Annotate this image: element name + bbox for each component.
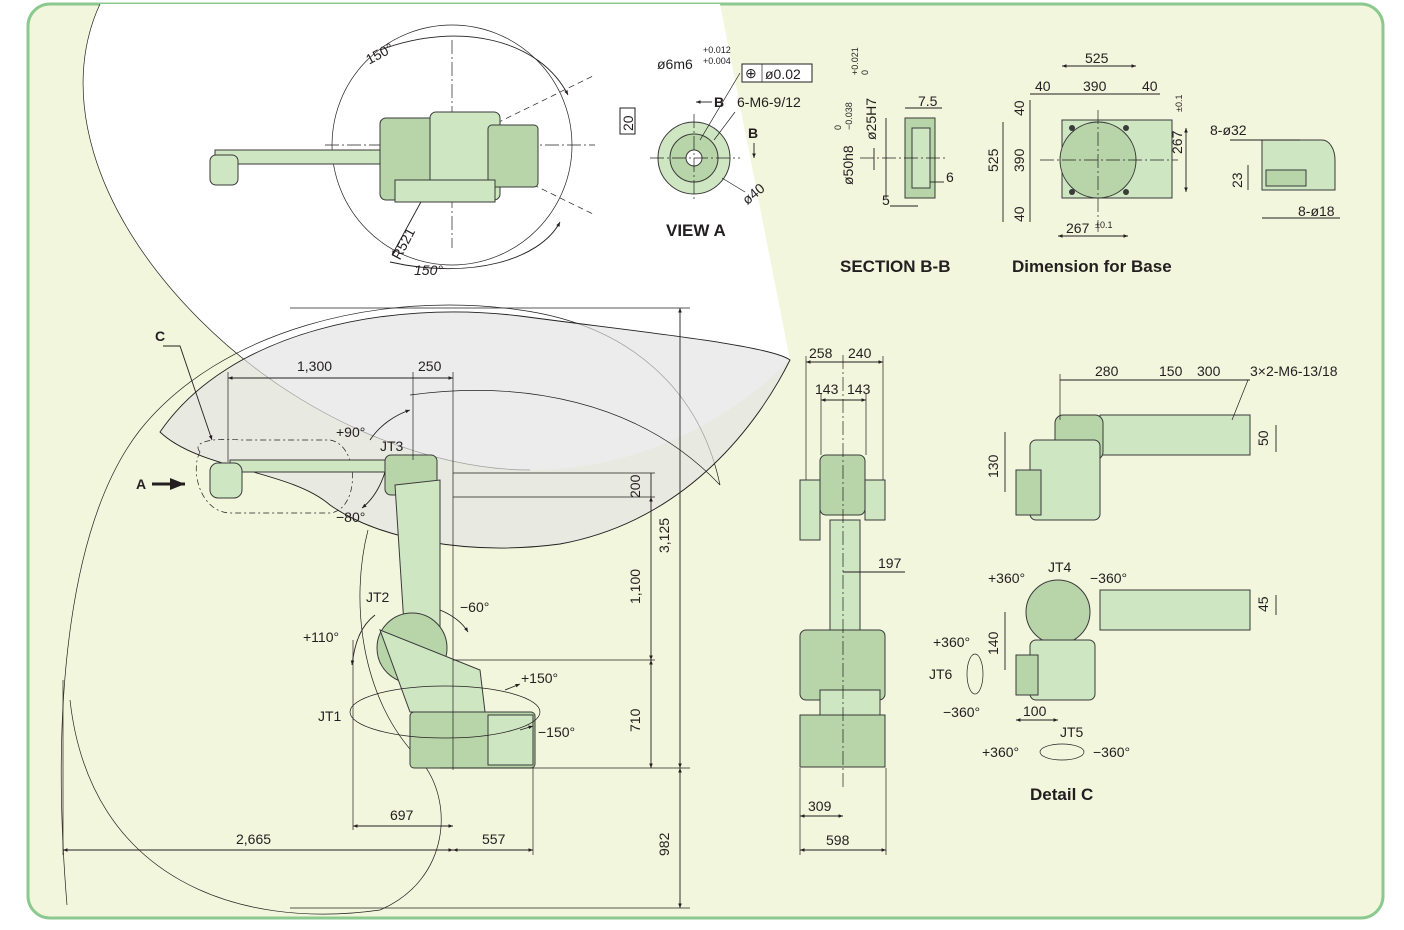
side-557: 557 (482, 831, 506, 847)
front-258: 258 (809, 345, 833, 361)
jt5-plus: +360° (982, 744, 1019, 760)
base-40-top-side: 40 (1011, 100, 1027, 116)
side-2665: 2,665 (236, 831, 271, 847)
side-982: 982 (656, 832, 672, 856)
jt1-label: JT1 (318, 708, 342, 724)
view-a-shaft-tol-lower: +0.004 (703, 56, 731, 66)
jt4-label: JT4 (1048, 559, 1072, 575)
detail-100: 100 (1023, 703, 1047, 719)
detail-c: 280 150 300 3×2-M6-13/18 50 130 45 140 1… (929, 363, 1338, 804)
front-240: 240 (848, 345, 872, 361)
base-title: Dimension for Base (1012, 257, 1172, 276)
section-outer-tol-upper: 0 (833, 125, 843, 130)
view-a-section-mark-right: B (748, 125, 758, 141)
view-a-gdt-symbol: ⊕ (745, 65, 757, 81)
side-3125: 3,125 (656, 518, 672, 553)
front-143-left: 143 (815, 381, 839, 397)
base-23: 23 (1229, 172, 1245, 188)
section-outer-tol-lower: −0.038 (844, 102, 854, 130)
side-view: 1,300 250 200 1,100 710 3,125 982 697 2,… (62, 307, 690, 909)
base-267-right-tol: ±0.1 (1174, 95, 1184, 112)
section-7-5: 7.5 (918, 93, 938, 109)
base-hole-18: 8-ø18 (1298, 203, 1335, 219)
side-1300: 1,300 (297, 358, 332, 374)
jt6-minus: −360° (943, 704, 980, 720)
jt4-minus: −360° (1090, 570, 1127, 586)
base-267-right: 267 (1169, 130, 1185, 154)
jt3-label: JT3 (380, 438, 404, 454)
jt2-label: JT2 (366, 589, 390, 605)
jt3-envelope-ellipse (196, 438, 353, 514)
side-1100: 1,100 (627, 569, 643, 604)
side-710: 710 (627, 708, 643, 732)
base-267-bottom: 267 (1066, 220, 1090, 236)
detail-45: 45 (1255, 596, 1271, 612)
detail-140: 140 (985, 631, 1001, 655)
side-200: 200 (627, 474, 643, 498)
base-390-top: 390 (1083, 78, 1107, 94)
view-a-title: VIEW A (666, 221, 726, 240)
base-dimension: 525 40 390 40 525 390 40 40 267 ±0.1 267… (985, 50, 1340, 276)
base-40-left: 40 (1035, 78, 1051, 94)
front-197: 197 (878, 555, 902, 571)
top-angle-lower: 150° (414, 262, 443, 278)
base-525-side: 525 (985, 148, 1001, 172)
base-267-bottom-tol: ±0.1 (1095, 220, 1112, 230)
base-390-side: 390 (1011, 148, 1027, 172)
detail-c-title: Detail C (1030, 785, 1093, 804)
jt2-minus: −60° (460, 599, 489, 615)
front-reach-curve (409, 390, 721, 486)
base-40-bottom-side: 40 (1011, 206, 1027, 222)
view-a-20: 20 (620, 115, 636, 131)
jt3-minus: −80° (336, 509, 365, 525)
detail-280: 280 (1095, 363, 1119, 379)
base-40-right: 40 (1142, 78, 1158, 94)
detail-50: 50 (1255, 430, 1271, 446)
side-697: 697 (390, 807, 414, 823)
top-view: 150° 150° R521 (209, 24, 596, 278)
section-bb: ø50h8 0 −0.038 ø25H7 +0.021 0 7.5 6 5 SE… (833, 47, 954, 276)
view-a-taps: 6-M6-9/12 (737, 94, 801, 110)
section-inner: ø25H7 (863, 98, 879, 140)
view-a-shaft: ø6m6 (657, 56, 693, 72)
front-143-right: 143 (847, 381, 871, 397)
section-outer: ø50h8 (840, 145, 856, 185)
section-inner-tol-lower: 0 (860, 70, 870, 75)
front-598: 598 (826, 832, 850, 848)
side-250: 250 (418, 358, 442, 374)
view-a: 20 ø6m6 +0.012 +0.004 ⊕ ø0.02 B 6-M6-9/1… (619, 45, 813, 240)
detail-300: 300 (1197, 363, 1221, 379)
jt1-minus: −150° (538, 724, 575, 740)
side-envelope-shade (159, 311, 791, 549)
view-a-gdt-value: ø0.02 (765, 66, 801, 82)
jt3-plus: +90° (336, 424, 365, 440)
work-envelope (60, 4, 791, 915)
section-6: 6 (946, 169, 954, 185)
jt6-label: JT6 (929, 666, 953, 682)
side-envelope-inner (69, 529, 442, 915)
detail-130: 130 (985, 454, 1001, 478)
section-5: 5 (882, 192, 890, 208)
side-label-c: C (155, 328, 165, 344)
jt1-plus: +150° (521, 670, 558, 686)
base-525-top: 525 (1085, 50, 1109, 66)
section-inner-tol-upper: +0.021 (850, 47, 860, 75)
detail-150: 150 (1159, 363, 1183, 379)
side-label-a: A (136, 476, 146, 492)
jt2-plus: +110° (303, 629, 339, 645)
jt6-plus: +360° (933, 634, 970, 650)
section-title: SECTION B-B (840, 257, 951, 276)
jt5-minus: −360° (1093, 744, 1130, 760)
jt5-label: JT5 (1060, 724, 1084, 740)
view-a-section-mark-left: B (714, 94, 724, 110)
detail-taps: 3×2-M6-13/18 (1250, 363, 1338, 379)
front-309: 309 (808, 798, 832, 814)
view-a-shaft-tol-upper: +0.012 (703, 45, 731, 55)
front-view: 258 240 143 143 197 309 598 (799, 345, 905, 855)
jt4-plus: +360° (988, 570, 1025, 586)
base-hole-32: 8-ø32 (1210, 122, 1247, 138)
